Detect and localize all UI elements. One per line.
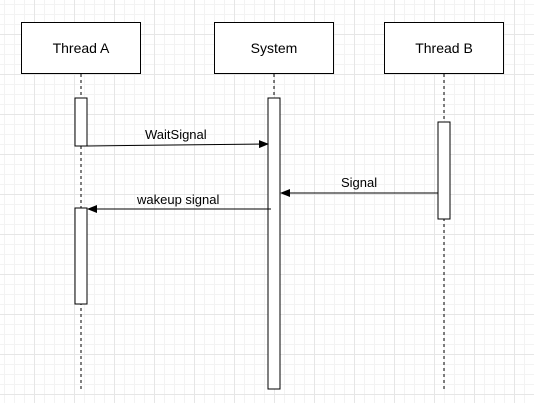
message-label-signal: Signal: [341, 175, 378, 190]
message-arrow-wait-signal: [86, 140, 269, 149]
participant-label: Thread B: [415, 40, 473, 56]
activation-thread-a-1: [74, 97, 88, 147]
participant-system: System: [214, 22, 334, 74]
participant-label: System: [250, 40, 298, 56]
participant-thread-a: Thread A: [21, 22, 141, 74]
message-label-wait-signal: WaitSignal: [145, 127, 207, 142]
activation-thread-b: [437, 121, 451, 220]
participant-thread-b: Thread B: [384, 22, 504, 74]
participant-label: Thread A: [52, 40, 110, 56]
message-label-wakeup-signal: wakeup signal: [137, 192, 220, 207]
activation-thread-a-2: [74, 207, 88, 305]
activation-system: [267, 97, 281, 390]
